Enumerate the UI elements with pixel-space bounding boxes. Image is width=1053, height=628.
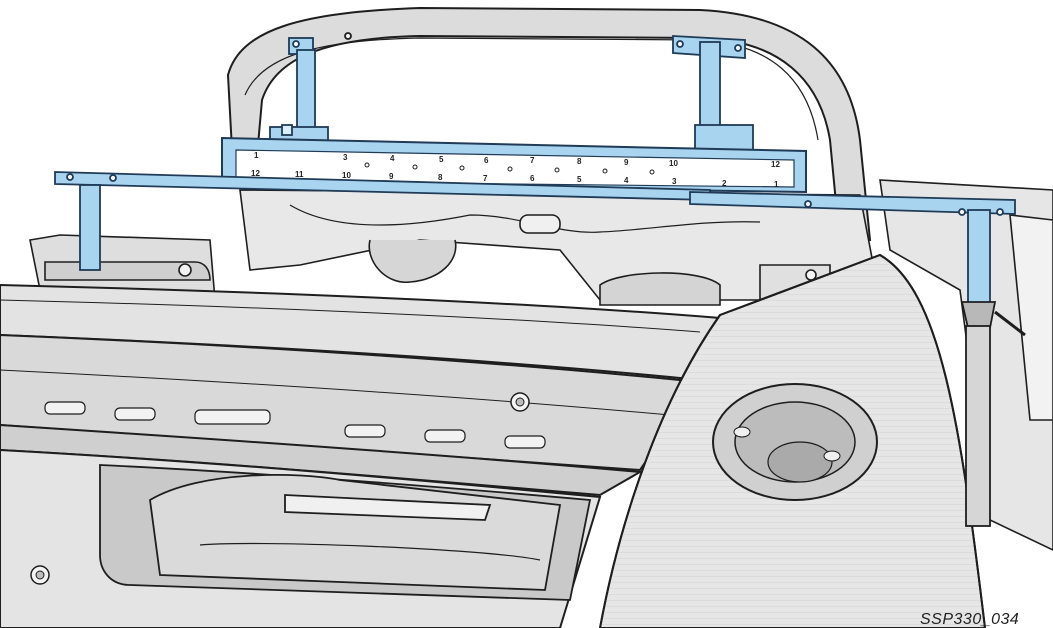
gauge-crossbar-right xyxy=(689,191,1016,311)
scale-lower-label: 6 xyxy=(530,174,535,183)
scale-lower-label: 7 xyxy=(483,174,488,183)
scale-upper-label: 3 xyxy=(343,153,348,162)
gauge-support-leg xyxy=(960,301,1026,527)
scale-upper-label: 5 xyxy=(439,155,444,164)
scale-lower-label: 2 xyxy=(722,179,727,188)
scale-lower-label: 9 xyxy=(389,172,394,181)
a-pillar-trim xyxy=(598,253,987,628)
scale-lower-label: 12 xyxy=(251,169,260,178)
gauge-scale-bar xyxy=(221,136,807,194)
scale-upper-label: 8 xyxy=(577,157,582,166)
scale-upper-label: 9 xyxy=(624,158,629,167)
scale-upper-label: 12 xyxy=(771,160,780,169)
scale-lower-label: 1 xyxy=(774,180,779,189)
scale-lower-label: 3 xyxy=(672,177,677,186)
scale-lower-label: 4 xyxy=(624,176,629,185)
scale-lower-label: 11 xyxy=(295,170,304,179)
scale-upper-label: 7 xyxy=(530,156,535,165)
scale-upper-label: 10 xyxy=(669,159,678,168)
scale-lower-label: 5 xyxy=(577,175,582,184)
scale-lower-label: 8 xyxy=(438,173,443,182)
lower-cavity xyxy=(99,464,592,601)
scale-upper-label: 1 xyxy=(254,151,259,160)
scale-lower-label: 10 xyxy=(342,171,351,180)
figure-reference-code: SSP330_034 xyxy=(920,611,1020,628)
firewall-panel xyxy=(239,189,881,306)
scale-holes xyxy=(364,162,655,175)
scale-upper-label: 6 xyxy=(484,156,489,165)
scale-upper-label: 4 xyxy=(390,154,395,163)
